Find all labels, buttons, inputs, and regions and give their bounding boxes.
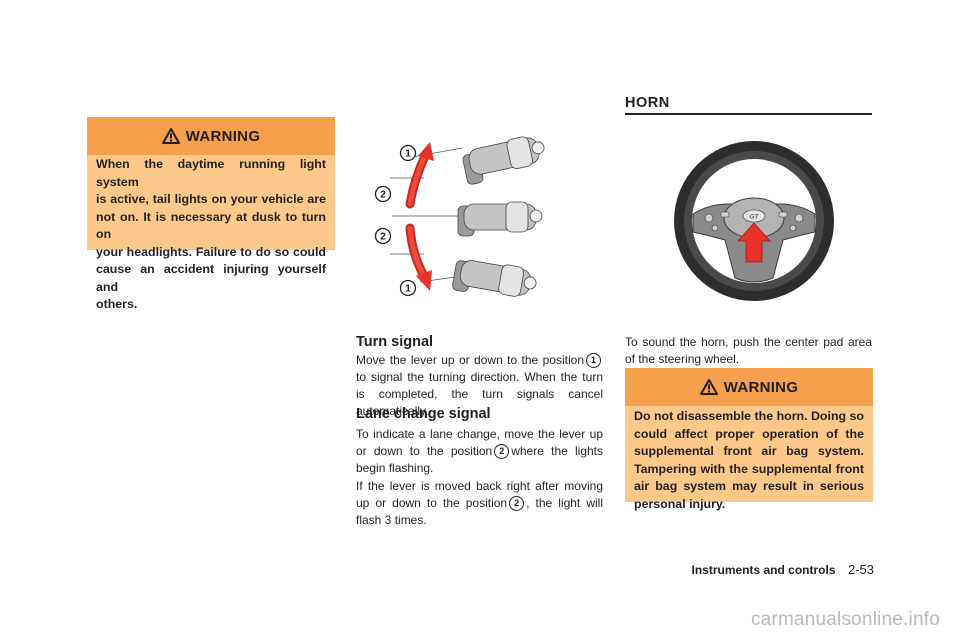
push-arrow-icon <box>737 222 771 263</box>
warning-line: not on. It is necessary at dusk to turn … <box>96 209 326 242</box>
footer-section-title: Instruments and controls <box>691 563 836 577</box>
turn-signal-paragraph: Move the lever up or down to the positio… <box>356 353 603 418</box>
warning-line: personal injury. <box>634 496 726 511</box>
position-marker: 2 <box>494 444 510 459</box>
page-footer: Instruments and controls 2-53 <box>691 561 874 579</box>
lever-up-position <box>462 136 545 185</box>
warning-line: others. <box>96 297 138 311</box>
warning-line: supplemental front air bag system. <box>634 444 864 458</box>
warning-line: cause an accident injuring yourself and <box>96 262 326 294</box>
turn-signal-lever-illustration: 1 2 2 1 <box>374 136 545 297</box>
warning-line: your headlights. Failure to do so could <box>96 244 326 259</box>
horn-heading: HORN <box>625 95 670 111</box>
steering-wheel-illustration: GT <box>674 141 834 301</box>
position-marker: 2 <box>509 496 525 511</box>
watermark: carmanualsonline.info <box>750 609 940 630</box>
warning-text: When the daytime running light system is… <box>96 156 326 314</box>
warning-header: WARNING <box>625 368 873 406</box>
warning-line: is active, tail lights on your vehicle a… <box>96 192 326 206</box>
horn-heading-rule <box>625 113 872 115</box>
horn-paragraph: To sound the horn, push the center pad a… <box>625 335 872 366</box>
arrow-up-icon <box>405 142 434 209</box>
warning-line: Tampering with the supplemental front <box>634 461 864 476</box>
warning-box-horn: WARNING Do not disassemble the horn. Doi… <box>625 368 873 511</box>
callout-1-bottom: 1 <box>405 284 411 295</box>
warning-box-daytime-lights: WARNING When the daytime running light s… <box>87 117 335 311</box>
lever-down-position <box>452 260 537 297</box>
position-marker: 1 <box>586 353 601 368</box>
callout-2-upper: 2 <box>380 190 386 201</box>
lane-change-heading: Lane change signal <box>356 406 491 422</box>
footer-page-number: 2-53 <box>847 562 874 577</box>
warning-text: Do not disassemble the horn. Doing so co… <box>634 408 864 513</box>
lane-change-paragraph-1: To indicate a lane change, move the leve… <box>356 427 603 475</box>
lever-neutral-position <box>457 201 543 237</box>
warning-triangle-icon <box>699 379 718 395</box>
lane-change-paragraph-2: If the lever is moved back right after m… <box>356 479 603 527</box>
callout-2-lower: 2 <box>380 232 386 243</box>
warning-header: WARNING <box>87 117 335 155</box>
warning-line: When the daytime running light system <box>96 157 326 189</box>
warning-line: air bag system may result in serious <box>634 479 864 493</box>
warning-line: Do not disassemble the horn. Doing so <box>634 409 864 423</box>
gt-badge: GT <box>749 214 759 221</box>
warning-line: could affect proper operation of the <box>634 426 864 441</box>
warning-title: WARNING <box>723 378 799 396</box>
callout-1-top: 1 <box>405 149 411 160</box>
warning-title: WARNING <box>185 127 261 145</box>
warning-triangle-icon <box>161 128 180 144</box>
arrow-down-icon <box>405 223 432 291</box>
turn-signal-heading: Turn signal <box>356 334 434 350</box>
